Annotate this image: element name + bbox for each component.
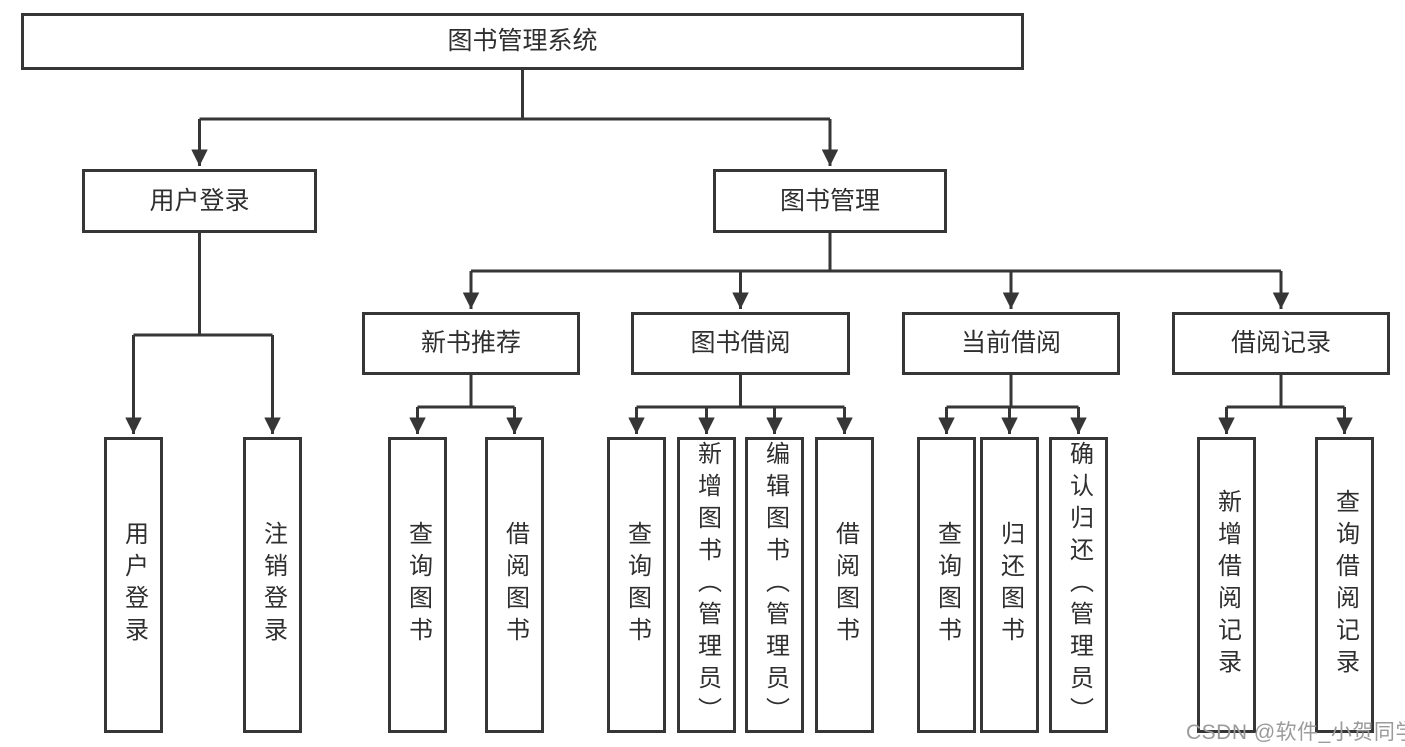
leaf-query-books-current-label: 查询图书 xyxy=(933,521,961,649)
leaf-add-borrow-record-label: 新增借阅记录 xyxy=(1213,489,1241,681)
connector-root-to-level2 xyxy=(191,70,839,166)
node-current-borrowing-label: 当前借阅 xyxy=(960,329,1061,357)
leaf-query-books-recommend-label: 查询图书 xyxy=(404,521,432,649)
leaf-user-login-label: 用户登录 xyxy=(120,521,148,649)
node-new-book-recommend: 新书推荐 xyxy=(362,312,580,375)
node-book-borrowing-label: 图书借阅 xyxy=(690,329,791,357)
node-borrow-records: 借阅记录 xyxy=(1172,312,1390,375)
leaf-borrow-books: 借阅图书 xyxy=(815,437,874,733)
leaf-query-books-recommend: 查询图书 xyxy=(388,437,447,733)
node-book-management: 图书管理 xyxy=(713,169,947,233)
node-book-borrowing: 图书借阅 xyxy=(631,312,850,375)
connector-book-mgmt-children xyxy=(462,233,1290,309)
node-library-system: 图书管理系统 xyxy=(21,13,1024,70)
leaf-add-book-admin-label: 新增图书（管理员） xyxy=(693,441,721,729)
leaf-borrow-books-recommend: 借阅图书 xyxy=(485,437,544,733)
leaf-edit-book-admin-label: 编辑图书（管理员） xyxy=(761,441,789,729)
node-current-borrowing: 当前借阅 xyxy=(902,312,1120,375)
leaf-return-books-label: 归还图书 xyxy=(996,521,1024,649)
leaf-edit-book-admin: 编辑图书（管理员） xyxy=(745,437,804,733)
node-user-login: 用户登录 xyxy=(82,169,317,233)
leaf-query-borrow-record: 查询借阅记录 xyxy=(1315,437,1374,733)
connector-new-books-children xyxy=(409,375,523,434)
leaf-logout: 注销登录 xyxy=(243,437,302,733)
node-user-login-label: 用户登录 xyxy=(149,186,250,215)
connector-current-borrow-children xyxy=(938,375,1087,434)
node-book-management-label: 图书管理 xyxy=(779,186,880,215)
leaf-confirm-return-admin-label: 确认归还（管理员） xyxy=(1065,441,1093,729)
leaf-query-borrow-record-label: 查询借阅记录 xyxy=(1331,489,1359,681)
leaf-add-book-admin: 新增图书（管理员） xyxy=(677,437,736,733)
leaf-return-books: 归还图书 xyxy=(980,437,1039,733)
leaf-borrow-books-label: 借阅图书 xyxy=(831,521,859,649)
node-new-book-recommend-label: 新书推荐 xyxy=(420,329,521,357)
node-borrow-records-label: 借阅记录 xyxy=(1230,329,1331,357)
connector-user-login-children xyxy=(125,233,281,434)
leaf-add-borrow-record: 新增借阅记录 xyxy=(1197,437,1256,733)
watermark: CSDN @软件_小贺同学 xyxy=(1186,721,1405,744)
leaf-query-books-borrowing: 查询图书 xyxy=(607,437,666,733)
connector-book-borrow-children xyxy=(628,375,853,434)
leaf-logout-label: 注销登录 xyxy=(259,521,287,649)
leaf-query-books-borrowing-label: 查询图书 xyxy=(623,521,651,649)
leaf-query-books-current: 查询图书 xyxy=(917,437,976,733)
connector-borrow-records-children xyxy=(1218,375,1353,434)
leaf-confirm-return-admin: 确认归还（管理员） xyxy=(1049,437,1108,733)
node-library-system-label: 图书管理系统 xyxy=(447,27,598,55)
leaf-user-login: 用户登录 xyxy=(104,437,163,733)
leaf-borrow-books-recommend-label: 借阅图书 xyxy=(501,521,529,649)
